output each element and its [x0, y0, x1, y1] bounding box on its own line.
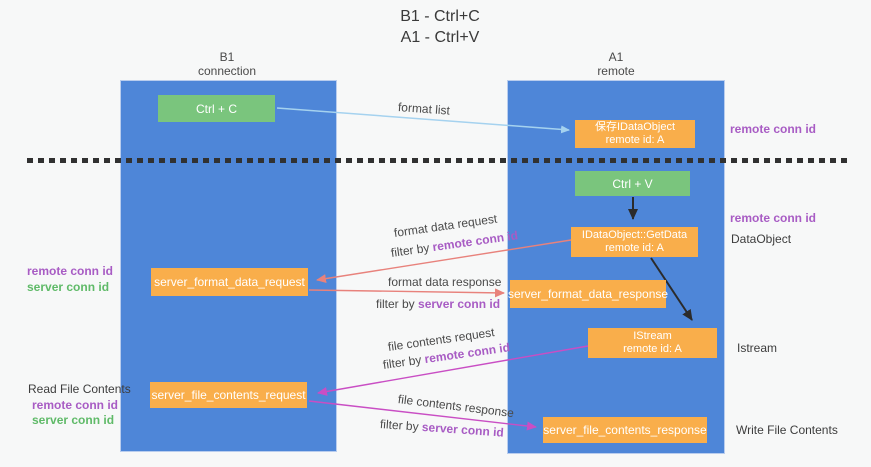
dataobject-annotation: DataObject: [731, 232, 792, 246]
lane-b1-name: B1: [219, 50, 235, 64]
title-line-a1: A1 - Ctrl+V: [400, 29, 480, 46]
server-file-contents-response-label: server_file_contents_response: [543, 423, 707, 437]
write-file-contents-annotation: Write File Contents: [736, 423, 838, 437]
lane-a1-role: remote: [597, 64, 635, 78]
idataobject-getdata-node: IDataObject::GetData remote id: A: [571, 227, 698, 257]
server-file-contents-request-node: server_file_contents_request: [150, 382, 307, 408]
save-idataobject-line1: 保存IDataObject: [594, 121, 676, 133]
read-file-contents-annotation: Read File Contents: [28, 382, 131, 396]
ctrl-c-label: Ctrl + C: [195, 101, 237, 116]
filter-by-text: filter by: [390, 240, 434, 260]
session-separator-dashed-line: [27, 158, 847, 163]
server-file-contents-response-node: server_file_contents_response: [543, 417, 707, 443]
save-idataobject-line2: remote id: A: [605, 134, 665, 146]
lane-b1-role: connection: [197, 64, 257, 78]
format-data-response-arrow: [308, 288, 505, 298]
remote-conn-id-annotation-bottom-left: remote conn id: [32, 398, 119, 412]
server-file-contents-request-label: server_file_contents_request: [151, 388, 306, 402]
filter-by-text: filter by: [382, 352, 426, 372]
remote-conn-id-annotation-top-right: remote conn id: [730, 122, 817, 136]
file-contents-response-label: file contents response: [397, 392, 515, 421]
filter-by-text: filter by: [379, 417, 423, 434]
istream-line1: IStream: [633, 330, 672, 342]
server-conn-id-highlight: server conn id: [421, 419, 505, 440]
format-list-label: format list: [397, 100, 451, 118]
filter-by-text: filter by: [376, 297, 419, 311]
diagram-title: B1 - Ctrl+C A1 - Ctrl+V: [340, 6, 540, 48]
istream-annotation: Istream: [737, 341, 778, 355]
server-conn-id-annotation-mid-left: server conn id: [27, 280, 110, 294]
lane-header-b1: B1 connection: [152, 50, 302, 78]
getdata-line1: IDataObject::GetData: [581, 229, 688, 241]
filter-by-server-label-1: filter by server conn id: [376, 297, 500, 311]
getdata-line2: remote id: A: [605, 242, 664, 254]
remote-conn-id-annotation-mid-left: remote conn id: [27, 264, 114, 278]
filter-by-server-label-2: filter by server conn id: [380, 417, 505, 440]
format-data-response-label: format data response: [388, 275, 502, 289]
server-format-data-request-node: server_format_data_request: [151, 268, 308, 296]
title-line-b1: B1 - Ctrl+C: [400, 8, 480, 25]
server-conn-id-highlight: server conn id: [418, 297, 501, 311]
save-idataobject-node: 保存IDataObject remote id: A: [575, 120, 695, 148]
ctrl-v-node: Ctrl + V: [575, 171, 690, 196]
lane-header-a1: A1 remote: [541, 50, 691, 78]
lane-a1-name: A1: [608, 50, 624, 64]
server-conn-id-annotation-bottom-left: server conn id: [32, 413, 115, 427]
ctrl-v-label: Ctrl + V: [612, 176, 653, 191]
ctrl-c-node: Ctrl + C: [158, 95, 275, 122]
istream-node: IStream remote id: A: [588, 328, 717, 358]
server-format-data-request-label: server_format_data_request: [154, 275, 305, 289]
server-format-data-response-label: server_format_data_response: [507, 287, 669, 301]
istream-line2: remote id: A: [623, 343, 682, 355]
remote-conn-id-annotation-mid-right: remote conn id: [730, 211, 817, 225]
server-format-data-response-node: server_format_data_response: [507, 280, 669, 308]
